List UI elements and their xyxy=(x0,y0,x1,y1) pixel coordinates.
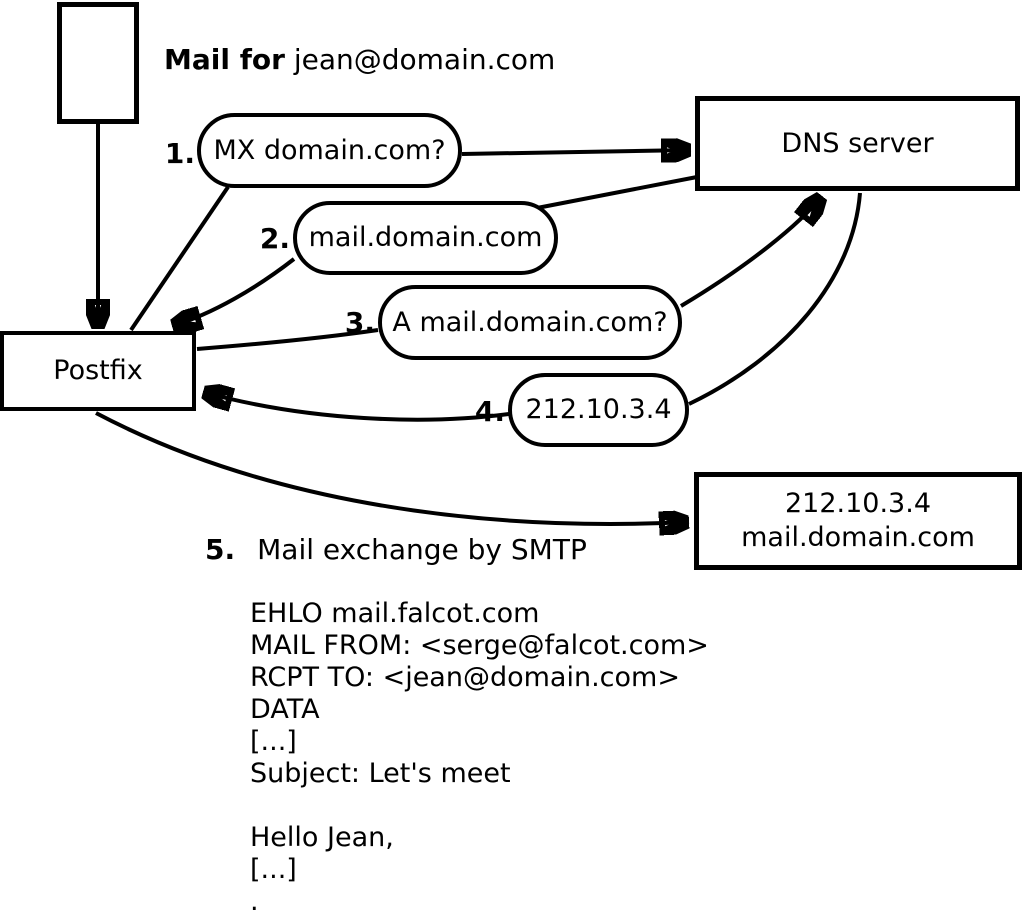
step-4-label: 212.10.3.4 xyxy=(525,394,672,425)
step-3-label: A mail.domain.com? xyxy=(392,306,668,338)
step-2-pill: mail.domain.com xyxy=(293,201,558,275)
step-2-number: 2. xyxy=(259,222,290,255)
step-5-number: 5. xyxy=(205,533,236,566)
mail-caption-bold: Mail for xyxy=(164,43,285,76)
postfix-node: Postfix xyxy=(0,331,196,411)
step-3-number: 3. xyxy=(344,306,375,339)
arrow-mx-reply-to-postfix xyxy=(172,257,296,326)
mail-caption-rest: jean@domain.com xyxy=(284,43,556,76)
step-4-pill: 212.10.3.4 xyxy=(508,373,689,447)
smtp-session-transcript: EHLO mail.falcot.com MAIL FROM: <serge@f… xyxy=(250,598,709,917)
mail-server-hostname: mail.domain.com xyxy=(741,522,975,553)
mail-document-node xyxy=(57,2,139,124)
dns-server-label: DNS server xyxy=(781,127,934,159)
postfix-label: Postfix xyxy=(53,355,143,386)
step-1-label: MX domain.com? xyxy=(213,134,446,166)
line-postfix-to-mx-query xyxy=(129,185,230,332)
line-postfix-to-a-query xyxy=(196,328,379,351)
arrow-smtp-to-mailserver xyxy=(95,411,689,524)
dns-server-node: DNS server xyxy=(695,96,1020,191)
step-3-pill: A mail.domain.com? xyxy=(378,285,682,360)
arrow-a-reply-to-postfix xyxy=(203,392,510,422)
step-2-label: mail.domain.com xyxy=(308,222,543,253)
line-dns-to-mx-reply xyxy=(536,175,698,210)
arrow-a-query-to-dns xyxy=(679,196,822,308)
step-5-label: Mail exchange by SMTP xyxy=(257,533,587,566)
mail-server-ip: 212.10.3.4 xyxy=(785,488,931,519)
step-4-number: 4. xyxy=(474,395,505,428)
step-1-pill: MX domain.com? xyxy=(197,113,462,188)
line-dns-to-a-reply xyxy=(688,192,862,406)
mail-server-node: 212.10.3.4 mail.domain.com xyxy=(694,472,1022,570)
step-1-number: 1. xyxy=(164,137,195,170)
step-5-caption: 5. Mail exchange by SMTP xyxy=(205,534,587,566)
arrow-mx-query-to-dns xyxy=(461,150,691,154)
mail-caption: Mail for jean@domain.com xyxy=(164,44,555,76)
